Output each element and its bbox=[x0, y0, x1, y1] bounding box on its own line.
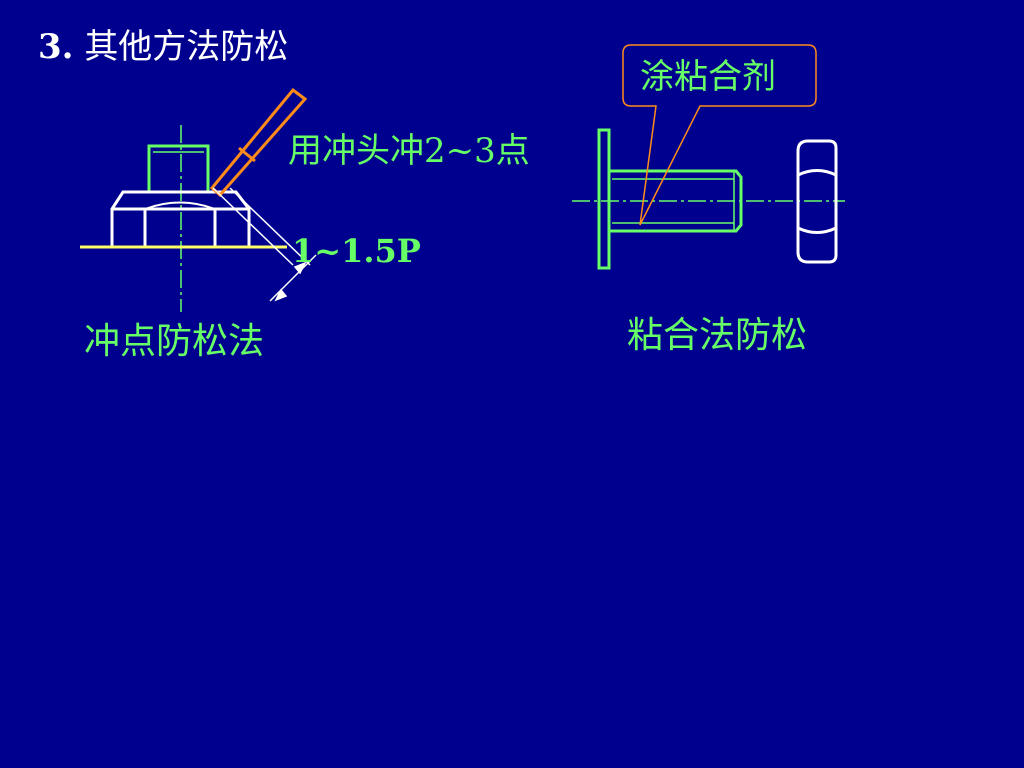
title-number: 3. bbox=[38, 27, 74, 67]
slide-title: 3. 其他方法防松 bbox=[38, 30, 288, 64]
callout-bubble bbox=[622, 44, 817, 226]
hex-nut-side bbox=[110, 190, 251, 246]
hex-nut-front bbox=[796, 139, 838, 264]
bolt-head bbox=[597, 128, 611, 270]
punch-caption: 冲点防松法 bbox=[84, 321, 265, 362]
adhesive-caption: 粘合法防松 bbox=[627, 315, 808, 356]
adhesive-callout-text: 涂粘合剂 bbox=[640, 57, 776, 97]
title-text: 其他方法防松 bbox=[84, 27, 289, 67]
punch-locking-drawing bbox=[80, 87, 317, 312]
punch-annotation: 用冲头冲2~3点 bbox=[288, 131, 530, 171]
dimension-label: 1~1.5P bbox=[292, 232, 421, 270]
dimension-lines bbox=[212, 187, 317, 302]
adhesive-locking-drawing bbox=[572, 44, 845, 270]
bolt-end bbox=[147, 144, 210, 194]
bolt-shank bbox=[609, 169, 743, 233]
